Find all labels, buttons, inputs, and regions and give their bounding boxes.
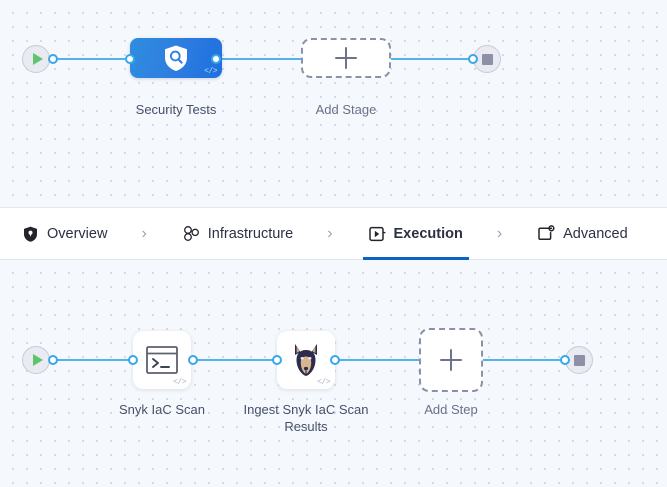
connector-dot-end-in[interactable] — [468, 54, 478, 64]
shield-icon — [22, 225, 39, 242]
tab-separator-1: › — [141, 224, 147, 242]
connector-dot-start-out[interactable] — [48, 355, 58, 365]
tab-execution[interactable]: Execution — [362, 207, 470, 260]
steps-canvas[interactable]: </> Snyk IaC Scan </> Ingest Snyk IaC Sc… — [0, 260, 667, 487]
tab-overview[interactable]: Overview — [16, 207, 113, 260]
plus-icon — [335, 47, 357, 69]
tab-separator-2: › — [327, 224, 333, 242]
wire-add-to-end — [420, 359, 572, 361]
step-node-ingest-snyk-results[interactable]: </> — [277, 331, 335, 389]
add-step-button[interactable] — [419, 328, 483, 392]
tab-label-infrastructure: Infrastructure — [207, 225, 294, 242]
connector-dot-step2-out[interactable] — [330, 355, 340, 365]
stop-icon — [573, 354, 585, 366]
snyk-dog-icon — [295, 344, 317, 376]
connector-dot-stage-in[interactable] — [125, 54, 135, 64]
play-square-icon — [368, 225, 386, 242]
connector-dot-end-in[interactable] — [560, 355, 570, 365]
terminal-icon — [146, 346, 178, 374]
wire-stage-to-add — [215, 58, 345, 60]
node-graph-icon — [183, 225, 200, 242]
wire-start-to-stage — [50, 58, 135, 60]
wire-step1-to-step2 — [192, 359, 284, 361]
tab-label-overview: Overview — [47, 225, 108, 242]
connector-dot-step1-in[interactable] — [128, 355, 138, 365]
shield-search-icon — [165, 45, 187, 71]
tab-label-advanced: Advanced — [563, 225, 628, 242]
section-tabs: Overview › Infrastructure › — [0, 207, 667, 260]
connector-dot-start-out[interactable] — [48, 54, 58, 64]
pipeline-start-node[interactable] — [22, 45, 50, 73]
wire-add-to-end — [345, 58, 480, 60]
stage-node-security-tests[interactable]: </> — [130, 38, 222, 78]
wire-step2-to-add — [334, 359, 422, 361]
tab-advanced[interactable]: Advanced — [532, 207, 634, 260]
connector-dot-step1-out[interactable] — [188, 355, 198, 365]
card-gear-icon — [538, 225, 555, 242]
code-badge: </> — [204, 67, 217, 76]
step-label-snyk-iac-scan: Snyk IaC Scan — [119, 402, 205, 417]
plus-icon — [440, 349, 462, 371]
stop-icon — [481, 53, 493, 65]
tab-infrastructure[interactable]: Infrastructure — [177, 207, 299, 260]
add-stage-button[interactable] — [301, 38, 391, 78]
code-badge: </> — [317, 378, 330, 387]
add-stage-label: Add Stage — [315, 102, 377, 117]
stages-canvas[interactable]: </> Security Tests Add Stage — [0, 0, 667, 207]
tab-separator-3: › — [496, 224, 503, 242]
connector-dot-step2-in[interactable] — [272, 355, 282, 365]
step-label-ingest-snyk-results: Ingest Snyk IaC Scan Results — [243, 402, 369, 434]
code-badge: </> — [173, 378, 186, 387]
wire-start-to-step1 — [50, 359, 135, 361]
add-step-label: Add Step — [424, 402, 478, 417]
step-node-snyk-iac-scan[interactable]: </> — [133, 331, 191, 389]
stage-label-security-tests: Security Tests — [135, 102, 217, 117]
connector-dot-stage-out[interactable] — [211, 54, 221, 64]
tab-label-execution: Execution — [393, 225, 463, 242]
play-icon — [32, 53, 43, 65]
play-icon — [32, 354, 43, 366]
steps-start-node[interactable] — [22, 346, 50, 374]
